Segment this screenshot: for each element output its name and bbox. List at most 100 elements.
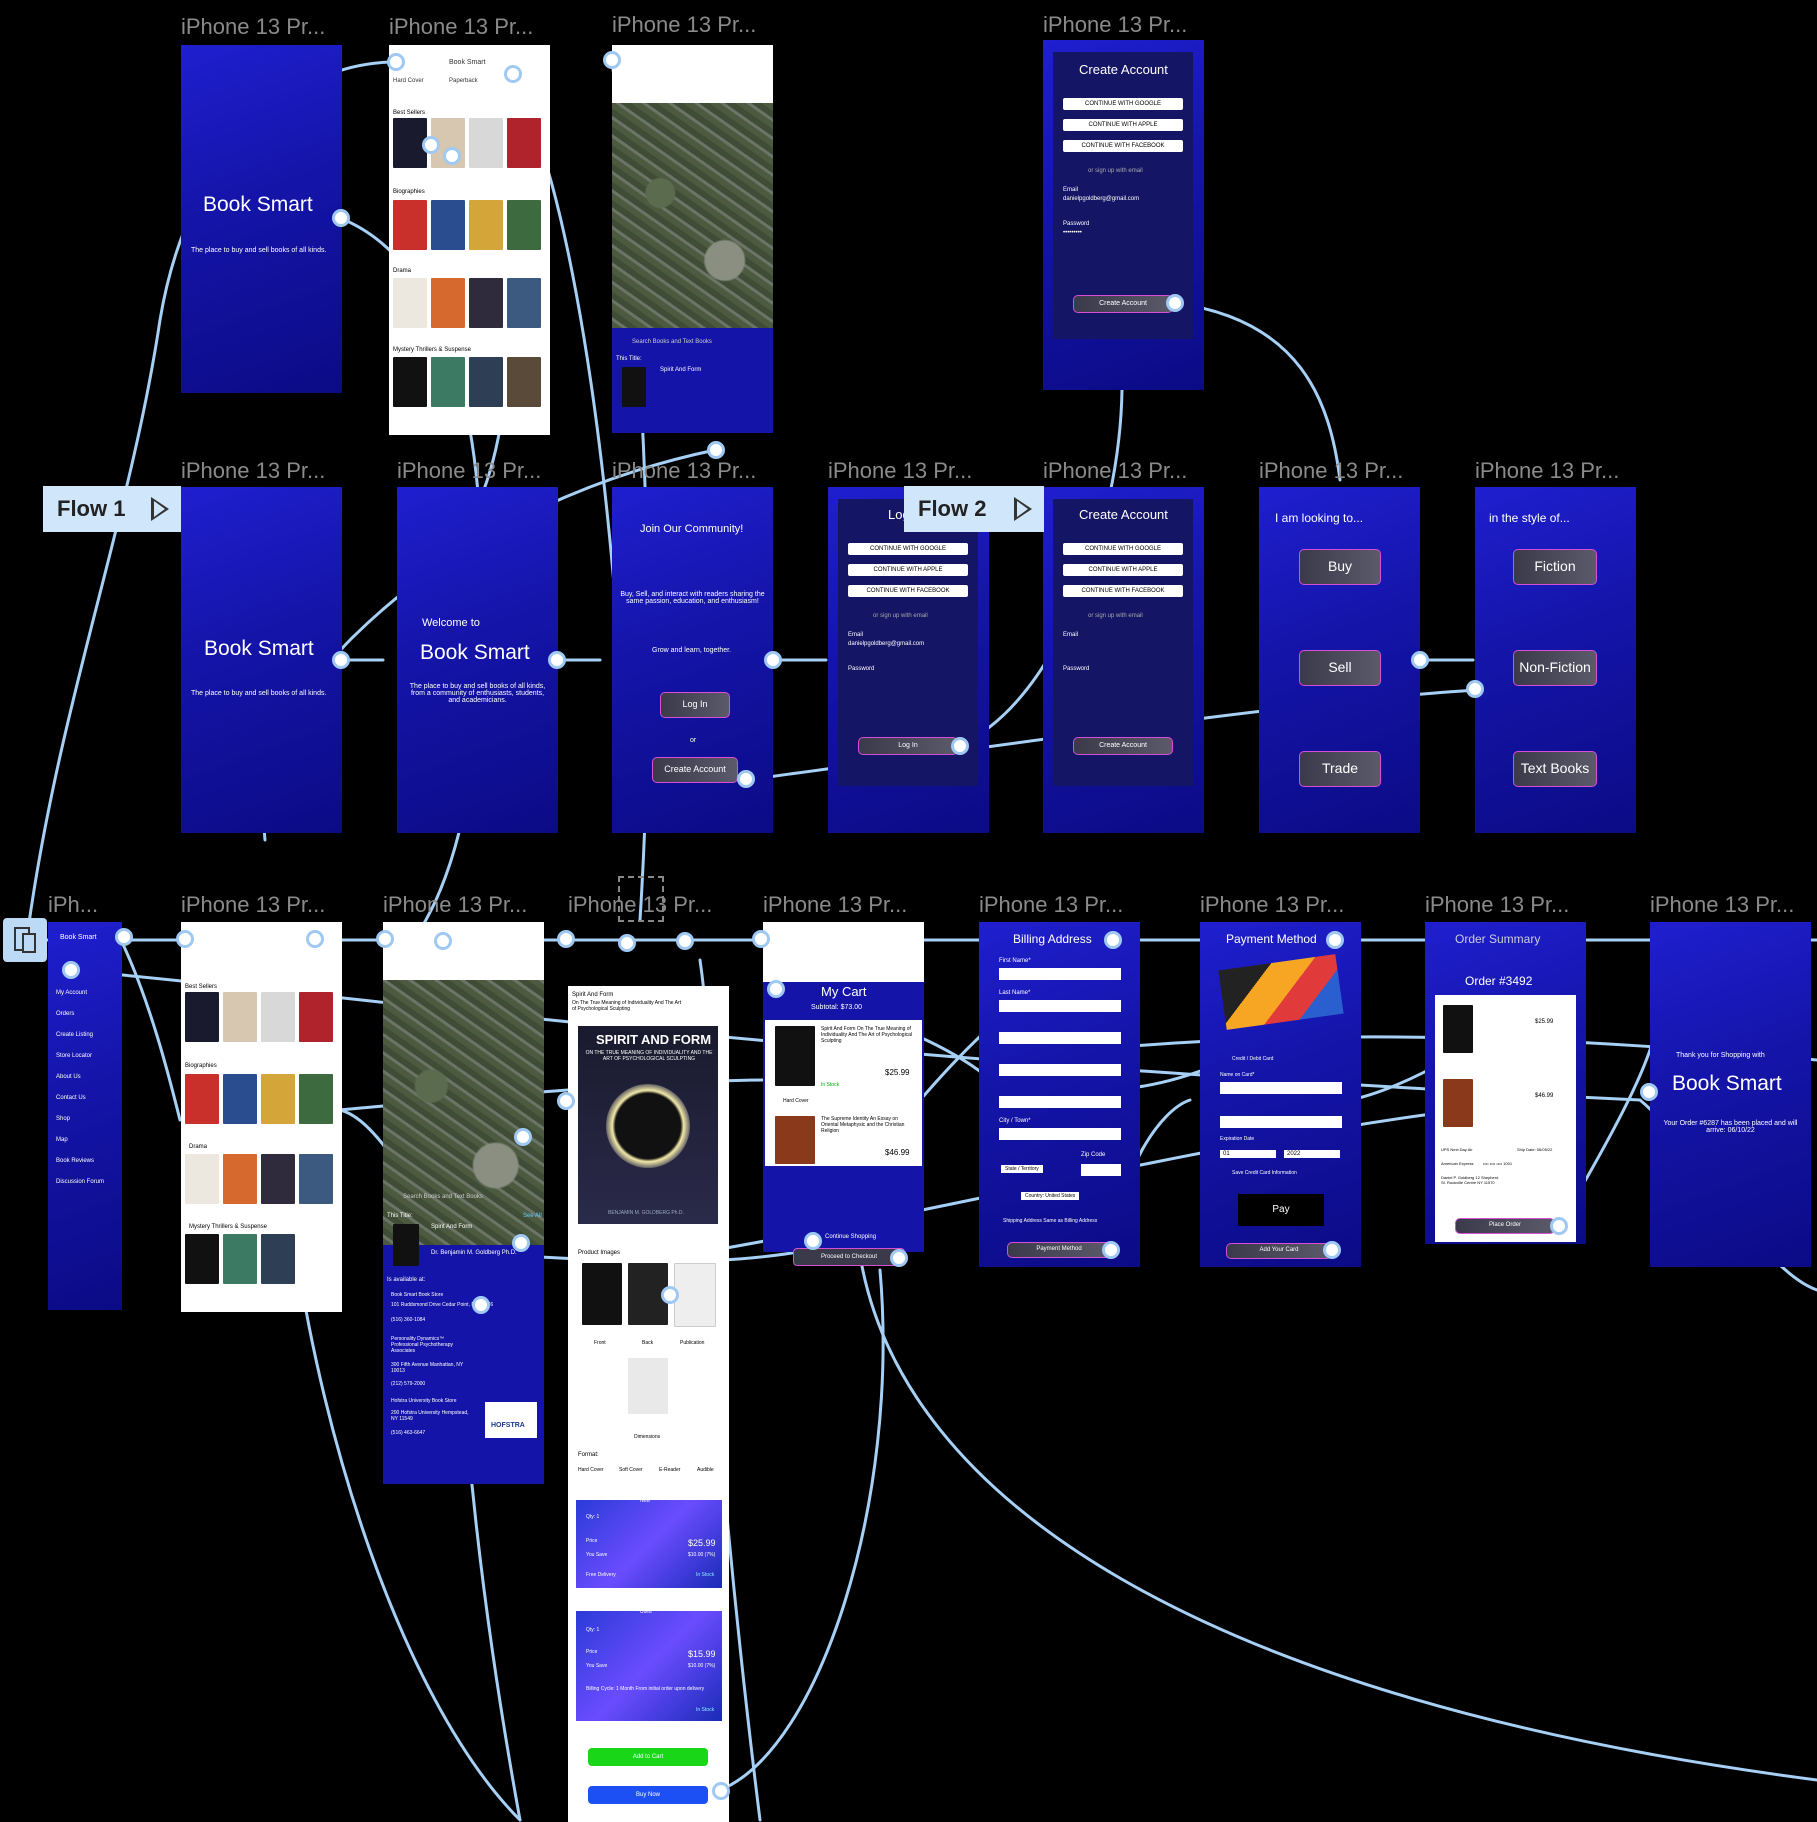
connector-handle[interactable] xyxy=(504,65,522,83)
add-to-cart-button[interactable]: Add to Cart xyxy=(588,1748,708,1766)
email-field[interactable]: danielpgoldberg@gmail.com xyxy=(848,641,925,647)
menu-item-about-us[interactable]: About Us xyxy=(56,1074,81,1080)
store-locator-screen[interactable]: Search Books and Text Books This Title: … xyxy=(383,922,544,1484)
menu-item-store-locator[interactable]: Store Locator xyxy=(56,1053,93,1059)
connector-handle[interactable] xyxy=(951,737,969,755)
see-all-link[interactable]: See All xyxy=(523,1213,542,1219)
book-cover[interactable] xyxy=(507,200,541,250)
book-cover[interactable] xyxy=(469,118,503,168)
connector-handle[interactable] xyxy=(422,136,440,154)
card-name-input[interactable] xyxy=(1220,1082,1342,1094)
book-cover[interactable] xyxy=(261,1074,295,1124)
book-cover[interactable] xyxy=(223,992,257,1042)
new-offer-card[interactable]: New Qty: 1 Price $25.99 You Save $10.00 … xyxy=(576,1498,722,1588)
connector-handle[interactable] xyxy=(548,651,566,669)
product-cover-image[interactable]: SPIRIT AND FORM ON THE TRUE MEANING OF I… xyxy=(578,1026,718,1224)
menu-item-contact-us[interactable]: Contact Us xyxy=(56,1095,86,1101)
connector-handle[interactable] xyxy=(306,930,324,948)
book-cover[interactable] xyxy=(507,118,541,168)
connector-handle[interactable] xyxy=(712,1782,730,1800)
connector-handle[interactable] xyxy=(767,980,785,998)
thumb-label-back[interactable]: Back xyxy=(642,1340,654,1346)
menu-item-orders[interactable]: Orders xyxy=(56,1011,75,1017)
google-button[interactable]: CONTINUE WITH GOOGLE xyxy=(1063,98,1183,110)
search-input[interactable]: Search Books and Text Books xyxy=(632,339,712,345)
book-cover[interactable] xyxy=(299,1074,333,1124)
dimensions-label[interactable]: Dimensions xyxy=(634,1434,661,1440)
book-cover[interactable] xyxy=(393,278,427,328)
book-cover[interactable] xyxy=(185,992,219,1042)
flow-1-label[interactable]: Flow 1 xyxy=(43,486,181,532)
used-offer-card[interactable]: Used Qty: 1 Price $15.99 You Save $10.00… xyxy=(576,1609,722,1721)
menu-item-shop[interactable]: Shop xyxy=(56,1116,71,1122)
book-cover[interactable] xyxy=(261,1154,295,1204)
book-cover[interactable] xyxy=(431,278,465,328)
street-address-input[interactable] xyxy=(999,1032,1121,1044)
format-e-reader[interactable]: E-Reader xyxy=(659,1467,681,1473)
connector-handle[interactable] xyxy=(603,51,621,69)
connector-handle[interactable] xyxy=(1104,931,1122,949)
facebook-button[interactable]: CONTINUE WITH FACEBOOK xyxy=(1063,585,1183,597)
country-select[interactable]: Country: United States xyxy=(1021,1192,1080,1200)
connector-handle[interactable] xyxy=(62,961,80,979)
connector-handle[interactable] xyxy=(707,441,725,459)
thank-you-screen[interactable]: Thank you for Shopping with Book Smart Y… xyxy=(1650,922,1811,1267)
apple-button[interactable]: CONTINUE WITH APPLE xyxy=(1063,564,1183,576)
exp-year-select[interactable]: 2022 xyxy=(1284,1150,1340,1158)
zip-input[interactable] xyxy=(1081,1164,1121,1176)
connector-handle[interactable] xyxy=(387,53,405,71)
splash-screen[interactable]: Book Smart The place to buy and sell boo… xyxy=(181,45,342,393)
splash-screen-2[interactable]: Book Smart The place to buy and sell boo… xyxy=(181,487,342,833)
order-summary-screen[interactable]: Order Summary Order #3492 $25.99 $46.99 … xyxy=(1425,922,1586,1244)
book-cover[interactable] xyxy=(469,357,503,407)
play-icon[interactable] xyxy=(151,497,169,521)
book-cover[interactable] xyxy=(223,1154,257,1204)
format-audible[interactable]: Audible xyxy=(697,1467,714,1473)
store-name[interactable]: Hofstra University Book Store xyxy=(391,1398,457,1404)
login-button[interactable]: Log In xyxy=(660,692,730,718)
create-account-screen-2[interactable]: Create Account CONTINUE WITH GOOGLE CONT… xyxy=(1043,487,1204,833)
add-card-button[interactable]: Add Your Card xyxy=(1226,1243,1332,1259)
google-button[interactable]: CONTINUE WITH GOOGLE xyxy=(848,543,968,555)
create-account-screen[interactable]: Create Account CONTINUE WITH GOOGLE CONT… xyxy=(1043,40,1204,390)
connector-handle[interactable] xyxy=(737,770,755,788)
facebook-button[interactable]: CONTINUE WITH FACEBOOK xyxy=(848,585,968,597)
text-books-button[interactable]: Text Books xyxy=(1513,751,1597,787)
menu-item-discussion-forum[interactable]: Discussion Forum xyxy=(56,1179,105,1185)
book-cover[interactable] xyxy=(393,1224,419,1266)
book-cover[interactable] xyxy=(299,1154,333,1204)
book-cover[interactable] xyxy=(469,200,503,250)
chip-paperback[interactable]: Paperback xyxy=(449,78,478,84)
book-cover[interactable] xyxy=(393,357,427,407)
thumb-label-publication[interactable]: Publication xyxy=(680,1340,705,1346)
menu-item-my-account[interactable]: My Account xyxy=(56,990,88,996)
style-screen[interactable]: in the style of... Fiction Non-Fiction T… xyxy=(1475,487,1636,833)
connector-handle[interactable] xyxy=(618,934,636,952)
connector-handle[interactable] xyxy=(176,930,194,948)
apple-button[interactable]: CONTINUE WITH APPLE xyxy=(1063,119,1183,131)
connector-handle[interactable] xyxy=(557,1092,575,1110)
connector-handle[interactable] xyxy=(752,930,770,948)
flow-2-label[interactable]: Flow 2 xyxy=(904,486,1044,532)
map-screen[interactable]: Search Books and Text Books This Title: … xyxy=(612,45,773,433)
connector-handle[interactable] xyxy=(434,932,452,950)
book-cover[interactable] xyxy=(185,1234,219,1284)
cart-item-cover[interactable] xyxy=(775,1026,815,1086)
search-input[interactable]: Search Books and Text Books xyxy=(403,1194,483,1200)
book-cover[interactable] xyxy=(261,992,295,1042)
book-cover[interactable] xyxy=(185,1154,219,1204)
card-number-input[interactable] xyxy=(1220,1116,1342,1128)
payment-method-button[interactable]: Payment Method xyxy=(1007,1242,1111,1258)
book-cover[interactable] xyxy=(299,992,333,1042)
last-name-input[interactable] xyxy=(999,1000,1121,1012)
login-screen[interactable]: Log In CONTINUE WITH GOOGLE CONTINUE WIT… xyxy=(828,487,989,833)
thumbnail-publication[interactable] xyxy=(674,1263,716,1327)
connector-handle[interactable] xyxy=(1166,294,1184,312)
cart-item-format[interactable]: Hard Cover xyxy=(783,1098,809,1104)
create-account-button[interactable]: Create Account xyxy=(1073,295,1173,313)
qty-select[interactable]: Qty: 1 xyxy=(586,1627,600,1633)
home-screen-2[interactable]: Best Sellers Biographies Drama Mystery T… xyxy=(181,922,342,1312)
book-cover[interactable] xyxy=(393,118,427,168)
same-as-billing-checkbox[interactable]: Shipping Address Same as Billing Address xyxy=(1003,1218,1098,1224)
connector-handle[interactable] xyxy=(557,930,575,948)
